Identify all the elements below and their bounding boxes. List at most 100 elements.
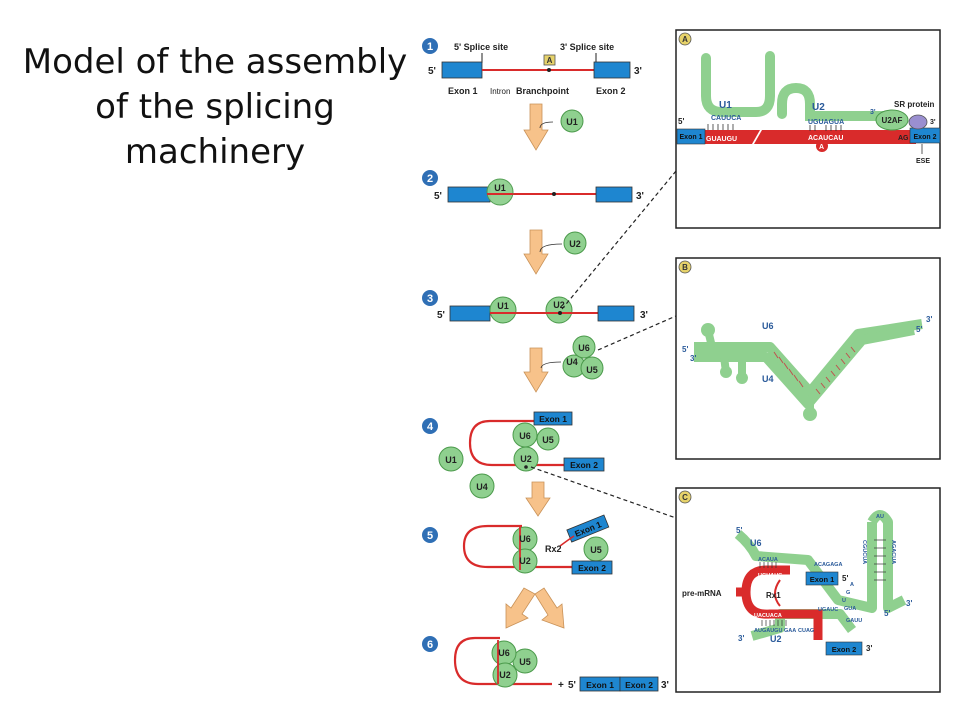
step-2-exon2 [595,186,633,203]
step-arrow-5-right [534,587,565,629]
step-5-rx2-label: Rx2 [545,544,562,554]
step-5-intron-loop [462,524,576,569]
panel-a-sr-protein [908,114,928,130]
step-5-u2-label: U2 [519,556,531,566]
u2-incoming-label: U2 [569,239,581,249]
panel-a-ag: AG [898,135,909,142]
step-4-u5-label: U5 [542,435,554,445]
panel-c-rx1-label: Rx1 [766,591,781,600]
panel-b-badge-letter: B [682,263,688,272]
step-5-u6-label: U6 [519,534,531,544]
exon1-box [441,61,483,79]
branchpoint-dot [547,68,551,72]
intron-label: Intron [490,87,510,96]
step-6-u6-label: U6 [498,648,510,658]
panel-c-u2-cuag: CUAG [798,628,814,634]
panel-c-u6-label: U6 [750,538,762,548]
connector-a [561,170,677,310]
panel-a-badge [678,32,692,46]
step-6-lariat [453,636,552,686]
step-6-end3: 3' [661,680,669,691]
step-1-number: 1 [427,41,433,53]
step-5-badge [422,527,438,543]
panel-a-exon1-label: Exon 1 [680,134,703,141]
panel-c-u2-label: U2 [770,634,782,644]
step-5-u2-particle [512,548,538,574]
step-4-u2-label: U2 [520,454,532,464]
step-4-u5-particle [536,427,560,451]
panel-a-badge-letter: A [682,35,688,44]
panel-c-u6-3: 3' [906,599,912,608]
step-1-end3: 3' [634,66,642,77]
step-4-u1-particle [438,446,464,472]
panel-a: A U1 CAUUCA U2 3' UGUAGUA 5' GUAUGU ACAU… [675,29,941,229]
panel-c-gauu: GAUU [846,618,862,624]
panel-c-branch-seq: UACUACA [754,613,782,619]
panel-b-stem-1 [704,329,716,348]
step-5-exon1 [566,514,610,543]
panel-a-u1-rna [701,51,775,117]
panel-c-exon1 [805,571,839,586]
panel-a-u2-label: U2 [812,102,825,113]
step-arrow-3 [523,347,549,393]
step-2-u1-label: U1 [494,183,506,193]
panel-a-u1-seq: CAUUCA [711,115,741,122]
step-4-u1-label: U1 [445,455,457,465]
panel-c-stem-right: AGACUA [890,540,896,564]
tri-u6-label: U6 [578,343,590,353]
step-5: 5 U5 Exon 1 Rx2 Exon 2 U6 U2 [422,514,613,575]
branch-badge-letter: A [547,56,553,65]
panel-a-u2-rna [777,82,897,121]
step-4-exon1-label: Exon 1 [539,414,567,424]
panel-a-branch-a: A [819,144,824,151]
panel-b-stem-2 [720,356,730,373]
panel-c-exon2-end: 3' [866,644,872,653]
step-4-u4-label: U4 [476,482,488,492]
panel-a-exon1 [676,128,706,145]
u1-incoming-pointer [539,121,554,129]
panel-a-branch-bulge [816,140,828,152]
panel-a-u2-seq: UGUAGUA [808,119,844,126]
panel-a-base-pairs [707,124,842,131]
u2-incoming-particle [563,231,587,255]
branch-badge [543,54,556,66]
step-5-u5-label: U5 [590,545,602,555]
step-3-u1-particle [489,296,517,324]
step-6-number: 6 [427,639,433,651]
panel-a-exon2 [909,127,941,144]
panel-a-branch-seq: ACAUCAU [808,135,843,142]
step-4-exon1 [533,411,573,426]
panel-c-side-a: A [850,582,854,588]
slide-title: Model of the assembly of the splicing ma… [22,42,408,173]
panel-b-u4-3: 3' [690,354,696,363]
step-3-u2-label: U2 [553,300,565,310]
step-5-number: 5 [427,530,433,542]
step-3-end5: 5' [437,310,445,321]
panel-c-stem-left: CGUCUA [861,540,867,564]
step-3-exon1 [449,305,491,322]
panel-c-exon2 [825,641,863,656]
tri-snrnp-complex: U6 U4 U5 [562,335,604,380]
step-6: 6 U6 U5 U2 + 5' Exon 1 Exon 2 3' [422,636,669,692]
connector-b [597,315,677,351]
step-arrow-2 [523,229,549,275]
panel-c-u2-3: 3' [738,634,744,643]
panel-c-u6-rna [734,522,877,613]
panel-b-u6-3: 3' [926,315,932,324]
step-4-number: 4 [427,421,434,433]
step-4: 4 Exon 1 Exon 2 U6 U5 U2 U1 U4 [422,411,605,499]
step-5-exon2-label: Exon 2 [578,563,606,573]
u2-incoming-pointer [539,243,563,253]
step-2: 2 5' 3' U1 [422,170,644,206]
panel-c-u6-stemloop [867,510,907,613]
tri-u4-label: U4 [566,357,578,367]
panel-a-u1-label: U1 [719,100,732,111]
step-2-end5: 5' [434,191,442,202]
step-6-badge [422,636,438,652]
panel-a-sr-label: SR protein [894,100,935,109]
panel-c-u2-gaa: GAA [784,628,796,634]
step-arrow-5-left [505,587,536,629]
step-1-end5: 5' [428,66,436,77]
panel-c-badge [678,490,692,504]
step-3-end3: 3' [640,310,648,321]
